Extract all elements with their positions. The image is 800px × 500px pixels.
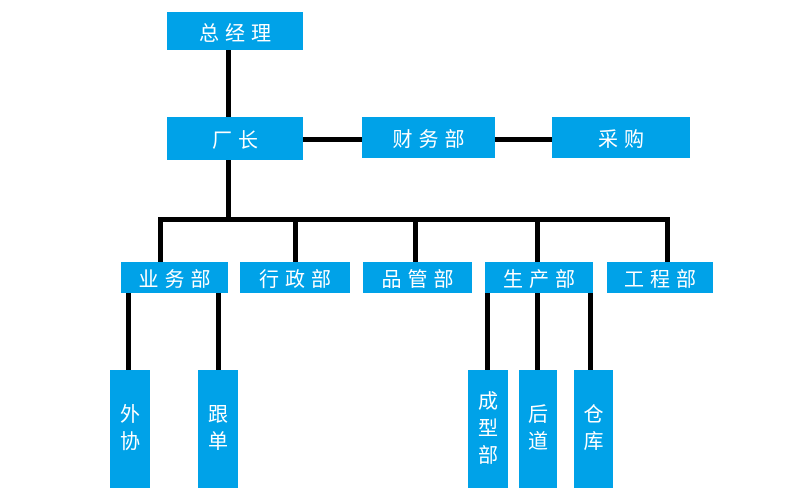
connector-bus-production <box>535 217 540 262</box>
connector-bus-qc <box>413 217 418 262</box>
node-production-dept: 生产部 <box>485 262 593 293</box>
connector-business-outsourcing <box>126 293 131 370</box>
node-general-manager: 总经理 <box>167 12 303 50</box>
node-molding-dept: 成型部 <box>468 370 508 488</box>
connector-finance-purchasing <box>495 137 552 142</box>
node-qc-dept: 品管部 <box>363 262 472 293</box>
node-purchasing: 采购 <box>552 117 690 158</box>
connector-bus-engineering <box>665 217 670 262</box>
node-order-tracking: 跟单 <box>198 370 238 488</box>
node-warehouse: 仓库 <box>574 370 613 488</box>
node-business-dept: 业务部 <box>121 262 228 293</box>
node-factory-director: 厂长 <box>167 117 303 160</box>
connector-director-bus <box>226 160 231 220</box>
connector-gm-director <box>226 50 231 117</box>
connector-production-post-processing <box>535 293 540 370</box>
connector-production-molding <box>485 293 490 370</box>
node-post-processing: 后道 <box>519 370 557 488</box>
connector-production-warehouse <box>588 293 593 370</box>
connector-director-finance <box>303 137 362 142</box>
node-admin-dept: 行政部 <box>240 262 350 293</box>
connector-bus-business <box>158 217 163 262</box>
node-engineering-dept: 工程部 <box>607 262 713 293</box>
node-finance-dept: 财务部 <box>362 117 495 158</box>
connector-business-order-tracking <box>216 293 221 370</box>
node-outsourcing: 外协 <box>110 370 150 488</box>
connector-bus-admin <box>293 217 298 262</box>
